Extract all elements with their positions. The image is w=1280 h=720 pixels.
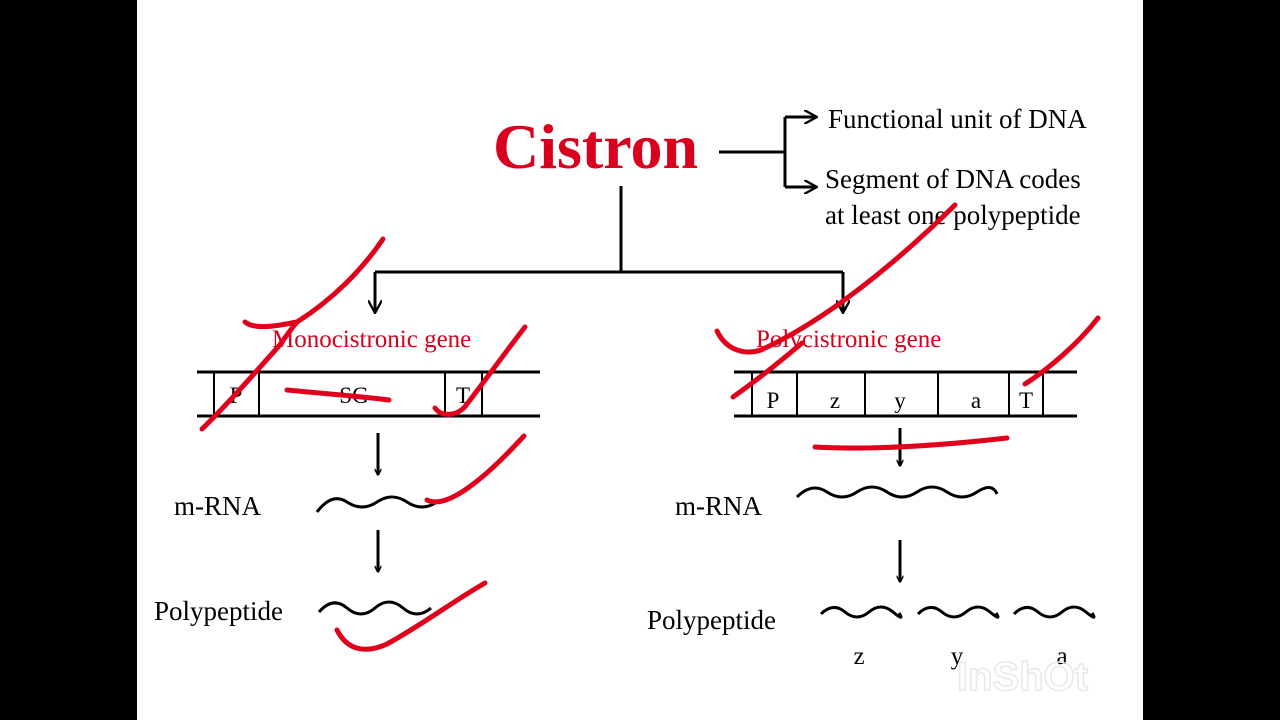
poly-cell-terminator: T	[1019, 388, 1033, 413]
ink-tick-mono-t	[432, 324, 528, 417]
ink-stroke-mono-p	[199, 319, 300, 432]
poly-peptide-y-wave	[916, 605, 1000, 619]
ink-tick-mono-title	[242, 236, 386, 330]
poly-peptide-a-wave	[1012, 605, 1096, 619]
poly-cell-a: a	[971, 388, 981, 413]
definition-connector	[719, 117, 817, 187]
ink-stroke-mono-sg	[284, 387, 392, 403]
ink-stroke-poly-p	[730, 340, 805, 400]
slide: Cistron Functional unit of DNA Segment o…	[137, 0, 1143, 720]
poly-cell-promoter: P	[767, 388, 780, 413]
ink-stroke-poly-bar	[812, 435, 1010, 451]
mono-mrna-label: m-RNA	[174, 491, 262, 521]
poly-product-z: z	[853, 643, 864, 670]
mono-polypeptide-label: Polypeptide	[154, 596, 283, 626]
definition-functional-unit: Functional unit of DNA	[828, 104, 1087, 134]
definition-segment: Segment of DNA codes	[825, 164, 1081, 194]
poly-product-a: a	[1056, 643, 1067, 670]
ink-tick-mono-mrna	[424, 433, 527, 505]
poly-product-y: y	[951, 643, 964, 670]
watermark: InShOt	[957, 655, 1088, 699]
polycistronic-gene-bar	[734, 370, 1077, 418]
poly-cell-z: z	[830, 388, 840, 413]
poly-cell-y: y	[894, 388, 906, 413]
poly-polypeptide-label: Polypeptide	[647, 605, 776, 635]
tree-connector	[375, 186, 843, 313]
poly-peptide-z-wave	[819, 605, 903, 619]
cistron-diagram: Cistron Functional unit of DNA Segment o…	[154, 104, 1101, 700]
poly-mrna-label: m-RNA	[675, 491, 763, 521]
poly-mrna-wave	[795, 485, 999, 499]
mono-mrna-wave	[315, 495, 438, 513]
mono-polypeptide-wave	[317, 600, 432, 616]
ink-tick-poly-title	[714, 202, 958, 355]
monocistronic-title: Monocistronic gene	[272, 326, 471, 353]
ink-tick-poly-t	[1022, 315, 1101, 387]
page-title: Cistron	[493, 111, 698, 182]
handwritten-annotations	[199, 202, 1101, 652]
ink-tick-mono-polypeptide	[334, 580, 488, 652]
